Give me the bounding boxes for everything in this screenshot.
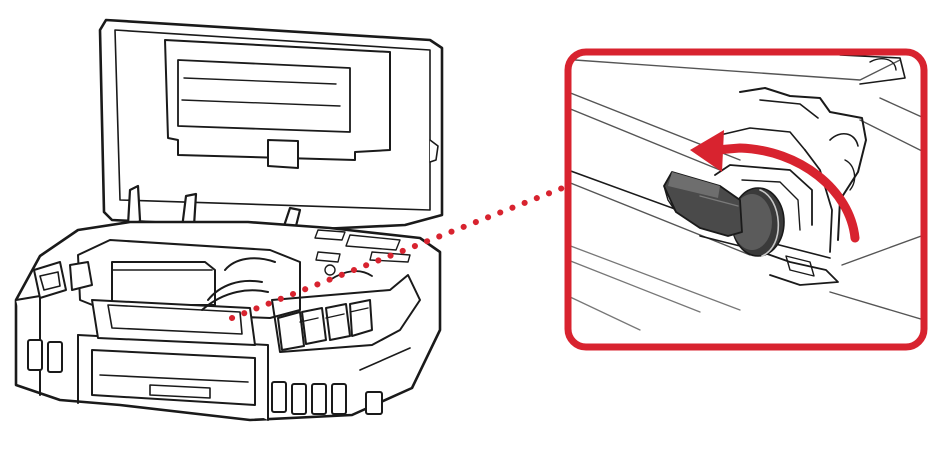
zoom-callout-frame — [564, 48, 928, 351]
rotation-arrowhead — [690, 130, 724, 172]
printer-illustration — [14, 18, 444, 422]
rotation-arrow-icon — [711, 143, 860, 243]
callout-border — [564, 48, 928, 351]
carriage-area — [33, 229, 421, 353]
lock-knob — [731, 187, 785, 257]
printer-top-cover — [98, 18, 444, 232]
lock-lever — [663, 171, 743, 237]
